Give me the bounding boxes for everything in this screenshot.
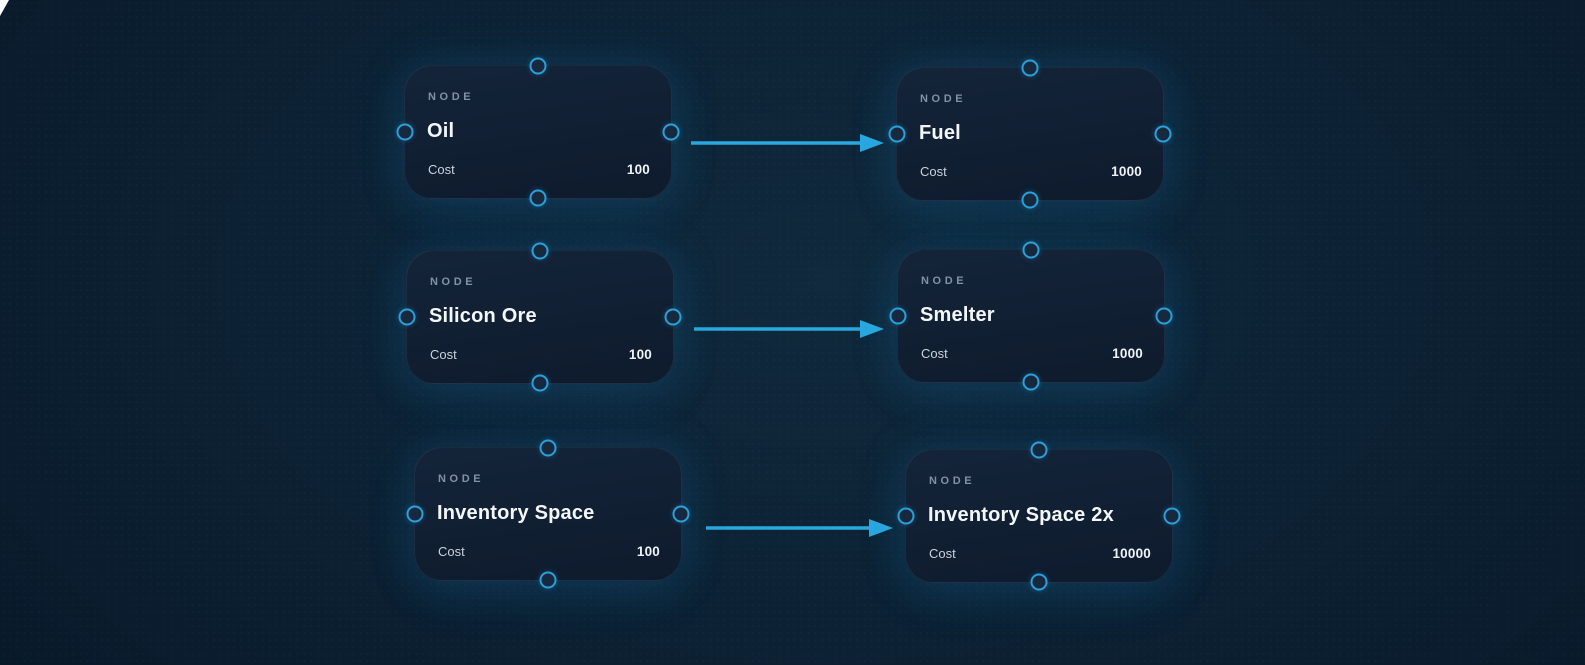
cost-label: Cost: [438, 544, 465, 559]
port-top[interactable]: [1022, 241, 1040, 259]
cost-value: 1000: [1112, 346, 1143, 361]
cost-label: Cost: [921, 346, 948, 361]
node-kind-label: NODE: [428, 91, 475, 103]
node-title: Oil: [427, 120, 455, 142]
cost-row: Cost 100: [438, 544, 660, 559]
port-bottom[interactable]: [1030, 573, 1048, 591]
node-title: Inventory Space 2x: [928, 504, 1114, 526]
port-bottom[interactable]: [539, 571, 557, 589]
port-left[interactable]: [398, 308, 416, 326]
node-oil[interactable]: NODE Oil Cost 100: [396, 57, 680, 207]
port-left[interactable]: [396, 123, 414, 141]
port-left[interactable]: [889, 307, 907, 325]
cost-label: Cost: [929, 546, 956, 561]
port-bottom[interactable]: [1022, 373, 1040, 391]
port-left[interactable]: [406, 505, 424, 523]
port-right[interactable]: [662, 123, 680, 141]
arrowhead-icon: [860, 320, 884, 338]
node-title: Silicon Ore: [429, 305, 537, 327]
edge-inventory-space-to-inventory-space-2x[interactable]: [706, 519, 893, 537]
node-silicon-ore[interactable]: NODE Silicon Ore Cost 100: [398, 242, 682, 392]
port-left[interactable]: [897, 507, 915, 525]
cost-row: Cost 100: [430, 347, 652, 362]
arrowhead-icon: [869, 519, 893, 537]
port-top[interactable]: [529, 57, 547, 75]
node-kind-label: NODE: [920, 93, 967, 105]
node-kind-label: NODE: [921, 275, 968, 287]
port-top[interactable]: [531, 242, 549, 260]
node-inventory-space[interactable]: NODE Inventory Space Cost 100: [406, 439, 690, 589]
port-left[interactable]: [888, 125, 906, 143]
node-kind-label: NODE: [929, 475, 976, 487]
port-top[interactable]: [1030, 441, 1048, 459]
cost-value: 100: [628, 347, 652, 362]
cost-label: Cost: [430, 347, 457, 362]
arrowhead-icon: [860, 134, 884, 152]
edge-silicon-ore-to-smelter[interactable]: [694, 320, 884, 338]
port-top[interactable]: [539, 439, 557, 457]
port-bottom[interactable]: [529, 189, 547, 207]
cost-label: Cost: [428, 162, 455, 177]
port-bottom[interactable]: [1021, 191, 1039, 209]
cost-label: Cost: [920, 164, 947, 179]
cost-row: Cost 10000: [929, 546, 1151, 561]
port-right[interactable]: [664, 308, 682, 326]
mouse-cursor-icon: [0, 0, 9, 16]
cost-value: 10000: [1112, 546, 1151, 561]
port-right[interactable]: [1163, 507, 1181, 525]
port-top[interactable]: [1021, 59, 1039, 77]
port-right[interactable]: [1155, 307, 1173, 325]
cost-row: Cost 1000: [921, 346, 1143, 361]
cost-value: 100: [626, 162, 650, 177]
node-title: Inventory Space: [437, 502, 595, 524]
port-right[interactable]: [672, 505, 690, 523]
node-title: Fuel: [919, 122, 961, 144]
port-right[interactable]: [1154, 125, 1172, 143]
node-smelter[interactable]: NODE Smelter Cost 1000: [889, 241, 1173, 391]
node-kind-label: NODE: [430, 276, 477, 288]
cost-value: 100: [636, 544, 660, 559]
cost-value: 1000: [1111, 164, 1142, 179]
edge-oil-to-fuel[interactable]: [691, 134, 884, 152]
cost-row: Cost 1000: [920, 164, 1142, 179]
port-bottom[interactable]: [531, 374, 549, 392]
node-fuel[interactable]: NODE Fuel Cost 1000: [888, 59, 1172, 209]
cost-row: Cost 100: [428, 162, 650, 177]
node-kind-label: NODE: [438, 473, 485, 485]
node-inventory-space-2x[interactable]: NODE Inventory Space 2x Cost 10000: [897, 441, 1181, 591]
node-title: Smelter: [920, 304, 995, 326]
